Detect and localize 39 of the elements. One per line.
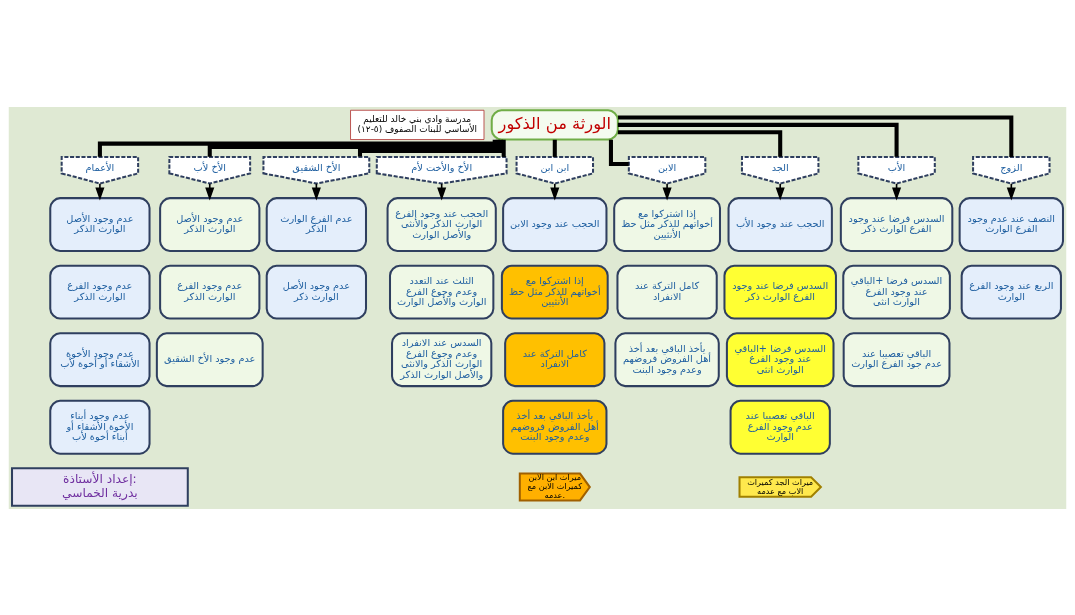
node-box: عدم وجود الأخوة الأشقاء أو أخوة لأب [49, 331, 151, 387]
node-box: يأخذ الباقي بعد أخذ أهل الفروض فروضهم وعدم وجود البنت [502, 399, 608, 455]
connector [618, 115, 1014, 157]
node-box: عدم وجود الفرع الوارث الذكر [49, 264, 151, 320]
node-box: السدس فرضا +الباقي عند وجود الفرع الوارث انثى [842, 264, 951, 320]
node-box: الثلث عند التعدد وعدم وجوع الفرع الوارث والأصل الوارث [389, 264, 495, 320]
node-box: السدس فرضا عند وجود الفرع الوارث ذكر [839, 196, 954, 252]
node-box: الحجب عند وجود الابن [502, 196, 608, 252]
node-box: مدرسة وادي بني خالد للتعليم الأساسي للبنات الصفوف (٥-١٢) [350, 109, 485, 140]
node-box: الحجب عند وجود الأب [727, 196, 833, 252]
node-box: السدس فرضا عند وجود الفرع الوارث ذكر [723, 264, 837, 320]
node-box: عدم وجود الفرع الوارث الذكر [159, 264, 261, 320]
node-box: الباقي تعصيبا عند عدم جود الفرع الوارث [842, 331, 951, 387]
node-box: النصف عند عدم وجود الفرع الوارث [958, 196, 1064, 252]
node-box: عدم وجود الأصل الوارث الذكر [159, 196, 261, 252]
connector [617, 129, 783, 157]
node-box: كامل التركة عند الانفراد [504, 331, 606, 387]
node-box: عدم وجود أبناء الأخوة الأشقاء أو أبناء أخوة لأب [49, 399, 151, 455]
connector [617, 122, 899, 157]
node-box: السدس فرضا +الباقي عند وجود الفرع الوارث انثى [725, 331, 835, 387]
connector [552, 139, 557, 157]
node-box: الباقي تعصيبا عند عدم وجود الفرع الوارث [729, 399, 831, 455]
node-box: يأخذ الباقي بعد أخذ أهل الفروض فروضهم وعدم وجود البنت [614, 331, 720, 387]
node-box: الحجب عند وجود الفرع الوارث الذكر والأنثى والأصل الوارث [386, 196, 497, 252]
node-box: إذا اشتركوا مع أخواتهم للذكر مثل حظ الأنثيين [613, 196, 721, 252]
node-box: إعداد الأستاذة: بدرية الخماسي [11, 466, 189, 507]
node-box: الورثة من الذكور [490, 108, 619, 141]
node-box: عدم وجود الأخ الشقيق [155, 331, 264, 387]
connector [207, 139, 500, 157]
node-box: الربع عند وجود الفرع الوارث [960, 264, 1062, 320]
connector [608, 139, 629, 166]
connector [357, 139, 503, 157]
node-box: كامل التركة عند الانفراد [616, 264, 718, 320]
connector [97, 138, 497, 157]
node-box: إذا اشتركوا مع أخواتهم للذكر مثل حظ الأنثيين [500, 264, 609, 320]
node-box: عدم وجود الأصل الوارث الذكر [49, 196, 151, 252]
node-box: عدم وجود الأصل الوارث ذكر [265, 264, 367, 320]
node-box: عدم الفرع الوارث الذكر [265, 196, 367, 252]
node-box: السدس عند الانفراد وعدم وجوع الفرع الوارث الذكر والانثى والأصل الوارث الذكر [391, 331, 493, 387]
